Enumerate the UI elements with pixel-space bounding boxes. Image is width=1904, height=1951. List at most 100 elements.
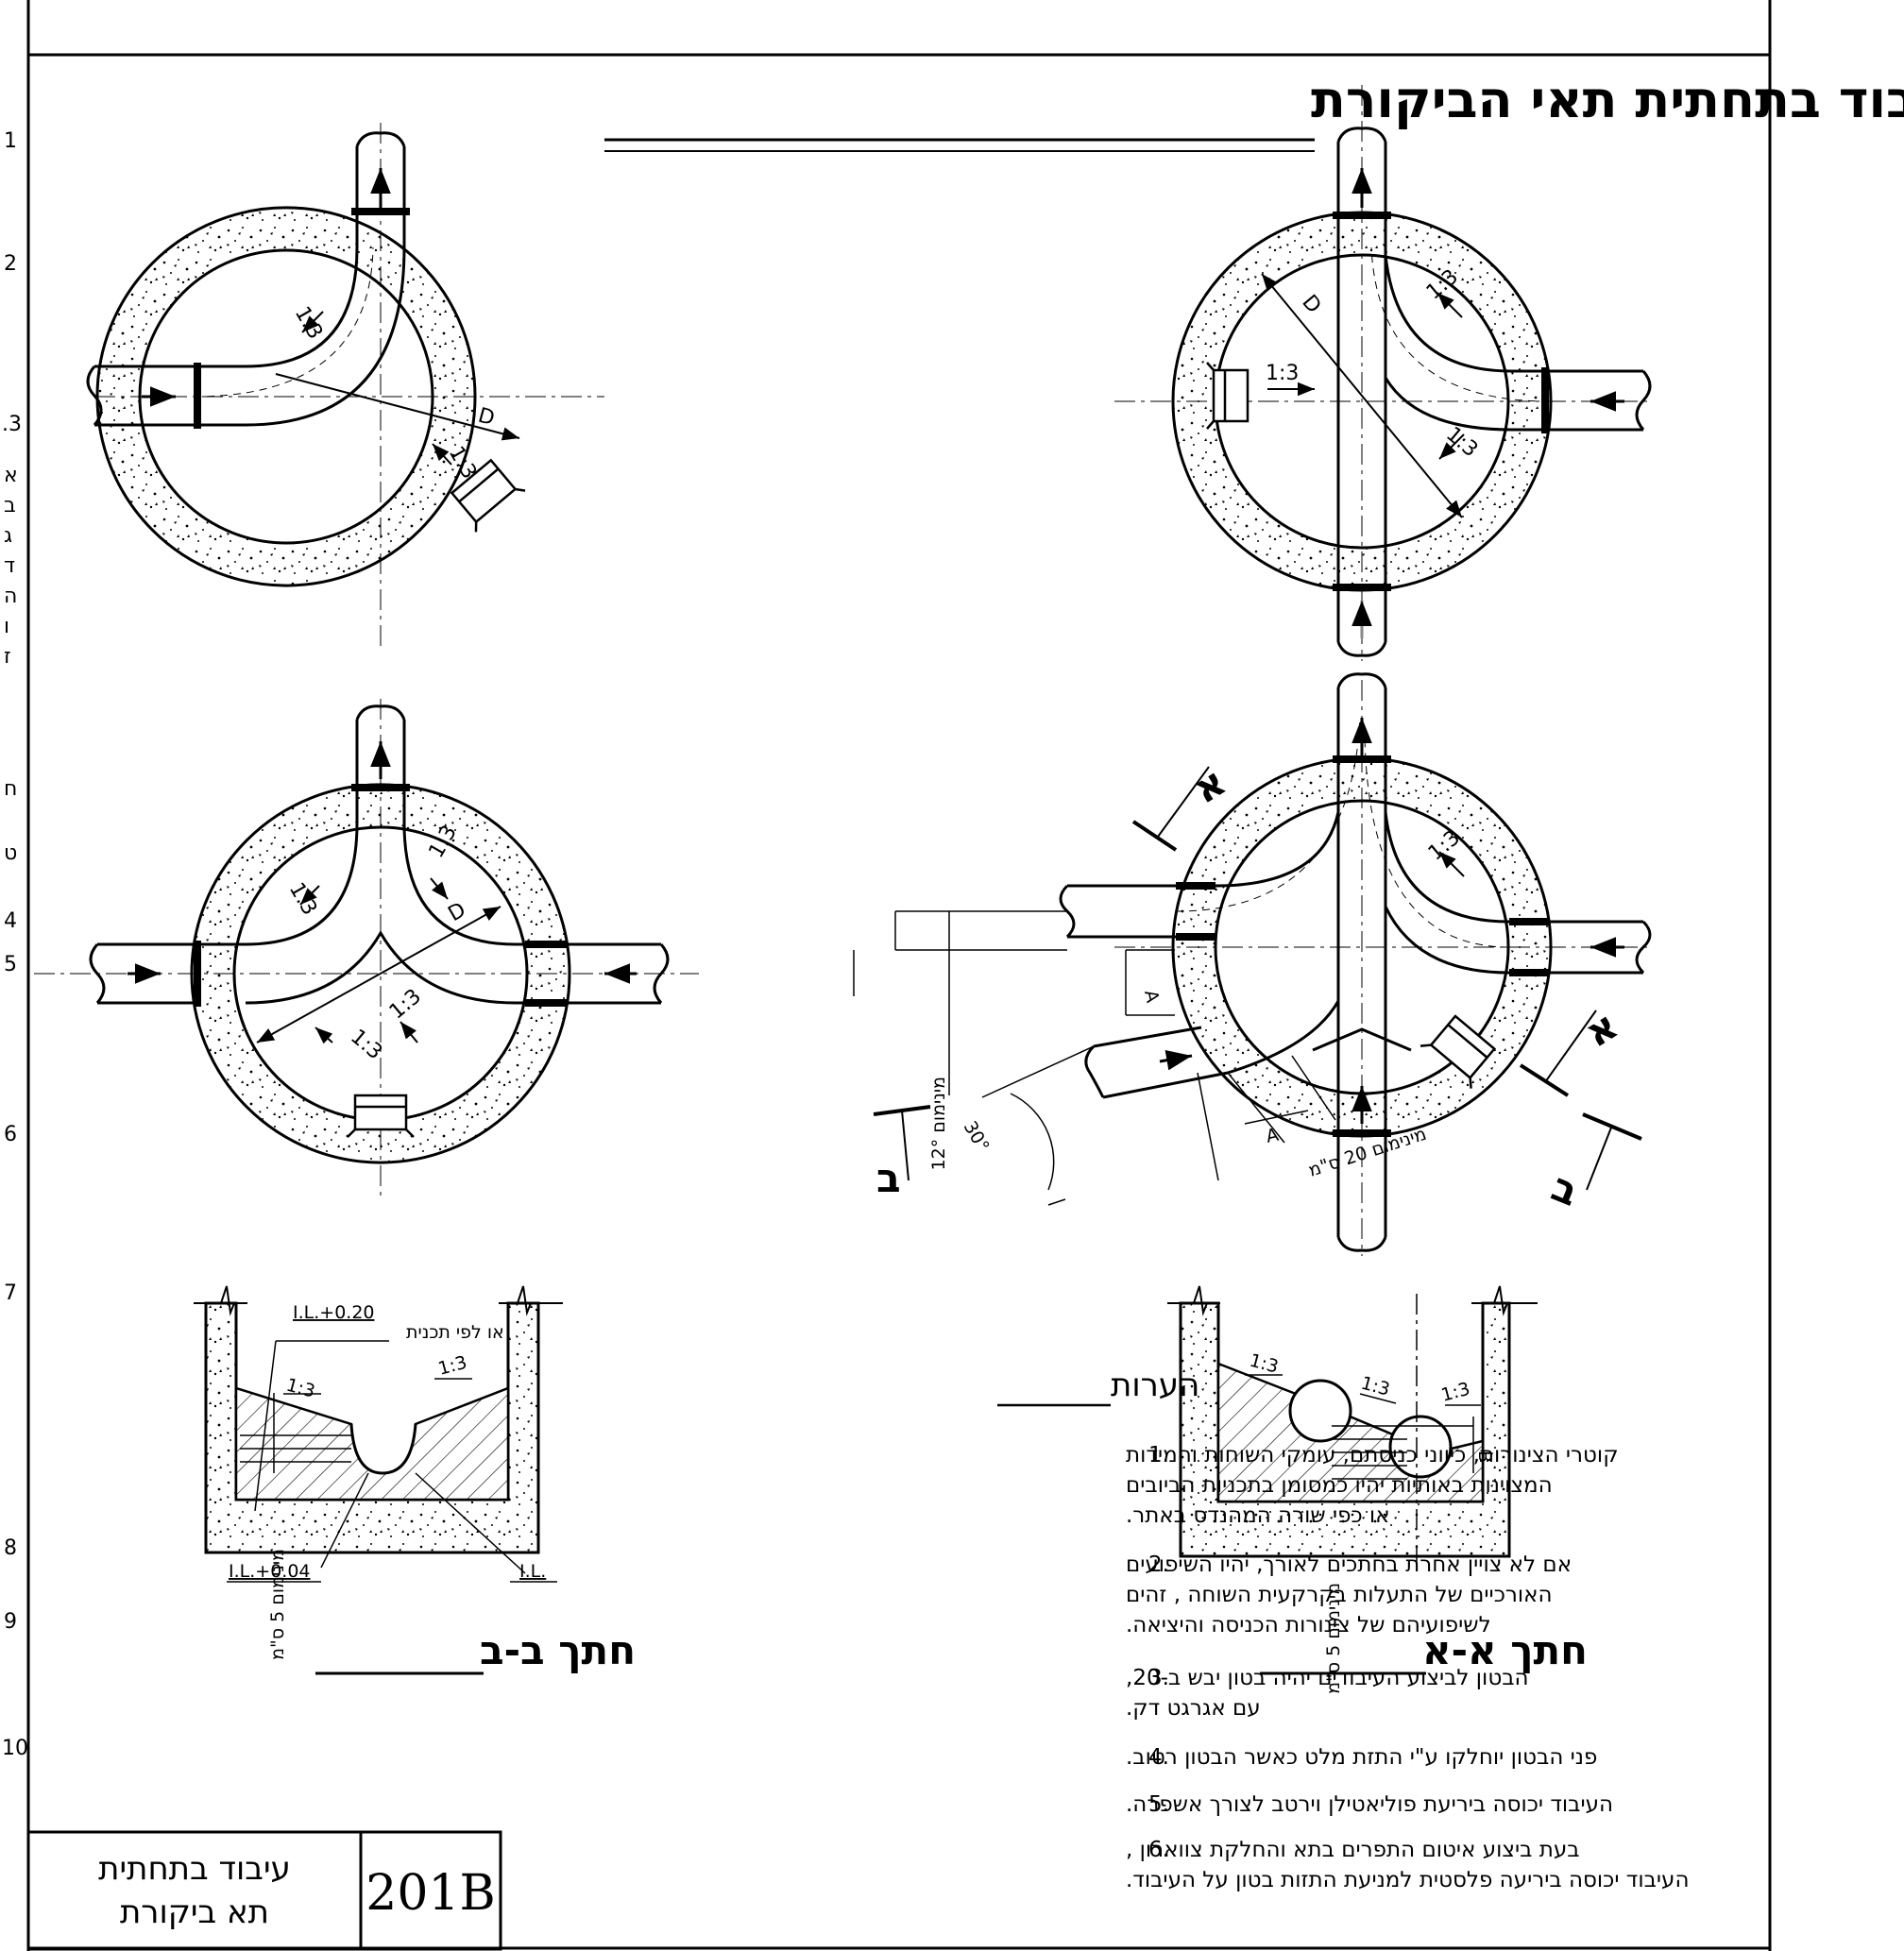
slope-label: 1:3 [284,879,321,920]
note-number: 2. [1148,1552,1169,1577]
angle-30-label: 30° [960,1118,994,1156]
diameter-dimension [275,373,520,441]
margin-label: 9 [4,1610,17,1634]
margin-label: ט [4,841,17,865]
slope-label: 1:3 [1266,362,1299,385]
section-letter: א [1576,1002,1625,1057]
slope-label: 1:3 [1248,1350,1281,1378]
notes-heading: הערות [1111,1366,1199,1404]
pipe-top-outlet [355,131,406,247]
margin-label: ד [4,554,15,578]
margin-label: ה [4,585,17,608]
slope-label: 1:3 [1439,1379,1472,1406]
note-line: או כפי שורה המהנדס באתר. [1126,1503,1390,1528]
slope-label: 1:3 [436,1352,469,1380]
dim-A-label: A [1264,1125,1280,1147]
title-block-name-line2: תא ביקורת [120,1893,269,1931]
slope-arrow [1436,292,1463,318]
note-line: הבטון לביצוע העיבודים יהיה בטון יבש ב-20… [1126,1666,1529,1690]
slope-arrow [299,885,320,906]
title-block-name-line1: עיבוד בתחתית [98,1850,291,1888]
section-letter: ב [876,1155,901,1201]
margin-label: ב [4,494,16,517]
note-number: 6. [1148,1838,1169,1862]
centerlines [1114,680,1653,1256]
pipe-right-inlet [1549,369,1652,432]
section-mark-bb [873,1105,1642,1141]
channel-centerline [1175,717,1510,948]
min5-label: מינימום 5 ס"מ [1323,1583,1344,1694]
pipe-right-inlet [1549,920,1652,975]
slope-arrow [314,1026,333,1044]
section-bb-detail: I.L.+0.20 או לפי תכנית I.L.+0.04 I.L. מי… [194,1285,636,1675]
pipe-left-lower-angled [1084,1026,1229,1099]
dim-A-label: A [1140,988,1163,1004]
section-aa-pipe-lower [1388,1415,1453,1479]
slope-arrow [1438,851,1465,877]
gaskets [194,208,410,429]
dimension-lines [227,1340,557,1583]
margin-label: 4 [4,909,17,933]
title-block-frame [26,1830,502,1951]
note-line: עם אגרגט דק. [1126,1696,1261,1721]
pipe-top-outlet [355,704,406,823]
gaskets [1176,755,1549,1137]
note-number: 1. [1148,1443,1169,1467]
margin-label: 8 [4,1536,17,1560]
step-iron [450,458,526,533]
notes-block: הערות 1. קוטרי הצינורות, כיווני כניסתם, … [997,1366,1689,1892]
margin-label: ז [4,645,11,669]
il-label: I.L. [519,1561,546,1582]
left-margin-labels: 1 2 .3 א ב ג ד ה ו ז ח ט 4 5 6 7 8 9 10 [2,129,28,1760]
slope-arrow [301,311,324,333]
slope-label: 1:3 [1359,1373,1392,1400]
diameter-label: D [475,404,497,432]
margin-label: .3 [2,413,22,436]
margin-label: 2 [4,252,17,276]
note-line: אם לא צויין אחרת בחתכים לאורך, יהיו השיפ… [1126,1552,1572,1577]
slope-label: 1:3 [284,1375,317,1402]
il020-label: I.L.+0.20 [293,1302,375,1323]
slope-label: 1:3 [385,985,426,1025]
step-iron [1420,1014,1497,1089]
flow-arrow [1159,1050,1193,1071]
margin-label: 7 [4,1281,17,1305]
note-number: 5. [1148,1792,1169,1817]
note-line: קוטרי הצינורות, כיווני כניסתם, עומקי השו… [1126,1443,1619,1467]
step-iron [1206,362,1250,430]
channel-curves [194,246,406,427]
title-block: עיבוד בתחתית תא ביקורת 201B [26,1830,502,1951]
channel-curves [1215,811,1510,1075]
per-plan-label: או לפי תכנית [406,1322,504,1343]
slope-arrow [1438,433,1465,460]
section-aa-detail: 1:3 1:3 1:3 B מינימום 5 ס"מ חתך א-א [1167,1285,1588,1694]
note-line: המצוינות באותיות יהיו כמסומן בתכניות הבי… [1126,1473,1553,1498]
pipe-left-inlet [86,365,194,427]
drawing-title: פרטי עיבוד בתחתית תאי הביקורת [1311,70,1904,129]
margin-label: א [4,464,18,487]
section-mark-aa [1131,820,1570,1097]
gaskets [1333,212,1549,591]
margin-label: ו [4,615,9,638]
diameter-label: D [445,898,470,926]
min-12-label: מינימום 12° [928,1077,949,1170]
note-line: בעת ביצוע איטום התפרים בתא והחלקת צווארו… [1126,1838,1580,1862]
margin-label: 6 [4,1123,17,1146]
step-iron [347,1094,415,1138]
diameter-label: D [1297,291,1325,318]
diameter-dimension [256,906,502,1043]
section-bb-title: חתך ב-ב [480,1627,636,1673]
section-arrows [901,766,1612,1191]
section-aa-title: חתך א-א [1422,1627,1588,1673]
note-number: 4. [1148,1745,1169,1770]
pipe-vertical-through [1336,672,1387,1252]
slope-arrow [400,1021,418,1043]
drawing-number: 201B [366,1865,495,1922]
manhole-plan-middle-left: D 1:3 1:3 1:3 1:3 [34,699,699,1199]
margin-label: 1 [4,129,17,153]
section-aa-breaks [1167,1285,1538,1316]
min5-label: מינימום 5 ס"מ [267,1549,288,1660]
il004-label: I.L.+0.04 [229,1561,311,1582]
channel-centerline [193,246,374,398]
dim-B-label: B [1474,1451,1495,1463]
